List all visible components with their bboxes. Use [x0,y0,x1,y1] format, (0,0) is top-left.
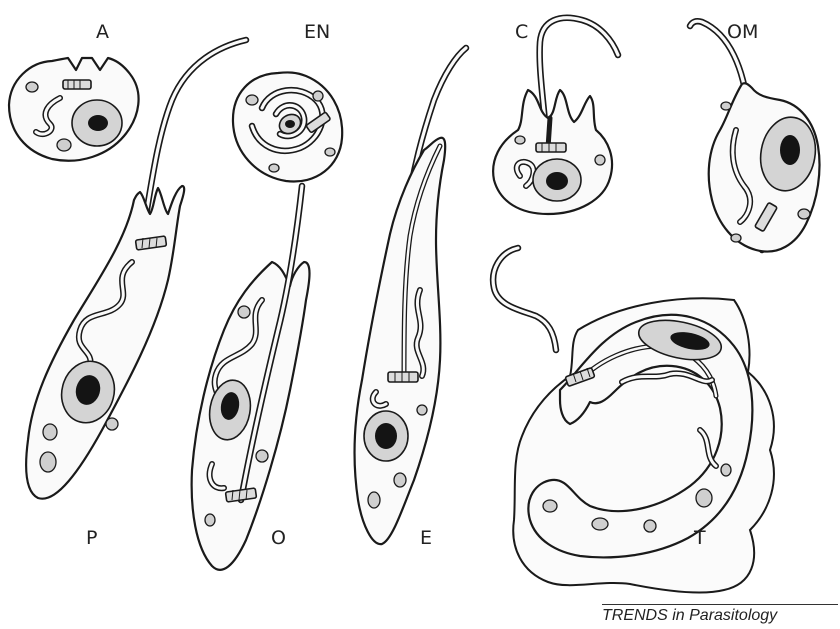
label-c: C [515,21,528,43]
cell-amastigote [9,58,139,161]
cell-epimastigote [355,48,466,544]
label-t: T [693,527,706,549]
cell-c [493,18,618,214]
cell-opisthomastigote [192,186,310,570]
label-om: OM [727,21,758,43]
cell-om [690,21,821,251]
label-p: P [86,527,97,549]
cell-trypomastigote [493,248,774,592]
label-en: EN [304,21,330,43]
label-o: O [271,527,286,549]
cell-en [233,72,342,181]
label-a: A [96,21,109,43]
source-credit: TRENDS in Parasitology [602,604,838,629]
label-e: E [420,527,432,549]
